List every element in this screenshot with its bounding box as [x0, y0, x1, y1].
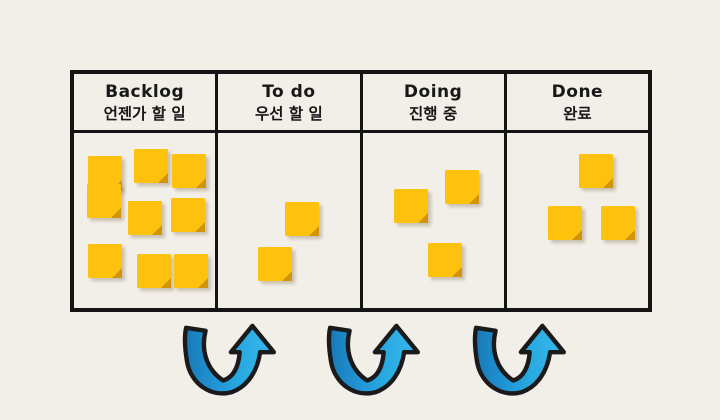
column-subtitle: 우선 할 일	[254, 104, 323, 123]
column-title: Backlog	[105, 81, 185, 102]
sticky-note	[394, 189, 428, 223]
sticky-note	[548, 206, 582, 240]
column-title: To do	[262, 81, 316, 102]
column-doing: Doing 진행 중	[362, 74, 507, 308]
column-header-done: Done 완료	[506, 74, 648, 133]
sticky-note	[137, 254, 171, 288]
sticky-note	[88, 244, 122, 278]
flow-arrow-icon	[326, 323, 420, 396]
sticky-note	[579, 154, 613, 188]
column-header-backlog: Backlog 언젠가 할 일	[74, 74, 216, 133]
sticky-note	[445, 170, 479, 204]
column-done: Done 완료	[506, 74, 648, 308]
column-title: Doing	[403, 81, 463, 102]
sticky-note	[174, 254, 208, 288]
column-backlog: Backlog 언젠가 할 일	[74, 74, 219, 308]
sticky-note	[172, 154, 206, 188]
sticky-note	[134, 149, 168, 183]
column-todo: To do 우선 할 일	[218, 74, 363, 308]
sticky-note	[601, 206, 635, 240]
sticky-note	[128, 201, 162, 235]
sticky-note	[87, 184, 121, 218]
column-header-todo: To do 우선 할 일	[218, 74, 360, 133]
flow-arrow-icon	[182, 323, 276, 396]
column-header-doing: Doing 진행 중	[362, 74, 504, 133]
column-subtitle: 언젠가 할 일	[103, 104, 186, 123]
sticky-note	[285, 202, 319, 236]
column-subtitle: 진행 중	[409, 104, 458, 123]
column-title: Done	[551, 81, 604, 102]
flow-arrow-icon	[472, 323, 566, 396]
kanban-board: Backlog 언젠가 할 일 To do 우선 할 일 Doing 진행 중 …	[70, 70, 652, 312]
sticky-note	[171, 198, 205, 232]
sticky-note	[428, 243, 462, 277]
sticky-note	[258, 247, 292, 281]
column-subtitle: 완료	[563, 104, 592, 123]
